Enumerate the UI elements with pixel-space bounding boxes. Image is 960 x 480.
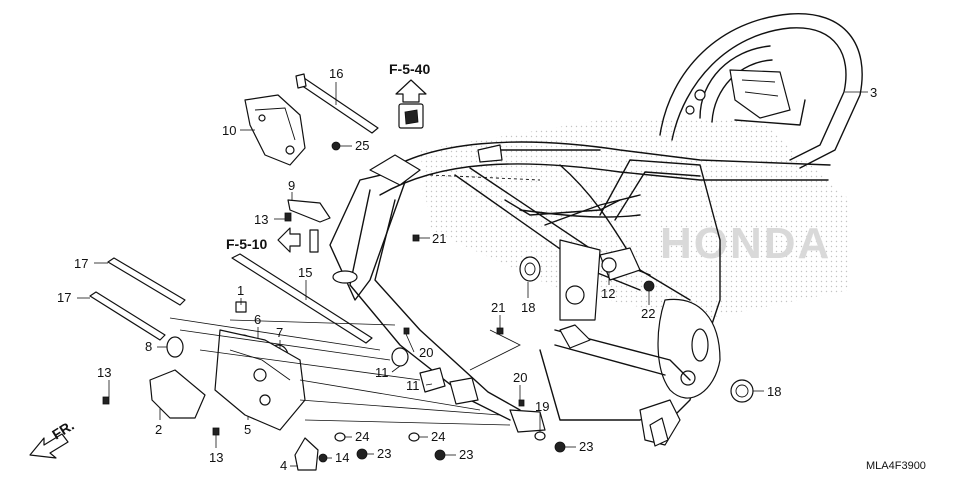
bolt-13-left xyxy=(102,396,110,405)
grommet-18-lower-inner xyxy=(735,384,749,398)
callout-21-lower: 21 xyxy=(491,300,505,315)
bolt-17-upper xyxy=(107,257,186,306)
leader-lines xyxy=(77,82,868,467)
drawing-code: MLA4F3900 xyxy=(866,460,926,472)
nut-22 xyxy=(643,280,655,292)
bolt-17-lower xyxy=(89,291,166,341)
callout-7: 7 xyxy=(276,325,283,340)
bolt-16 xyxy=(295,73,379,134)
grommet-18-upper xyxy=(519,256,541,282)
callout-5: 5 xyxy=(244,422,251,437)
callout-15: 15 xyxy=(298,265,312,280)
main-frame xyxy=(329,13,863,447)
direction-arrow-icon xyxy=(29,433,69,459)
plate-5-edge xyxy=(229,349,291,381)
callout-12: 12 xyxy=(601,286,615,301)
callout-23-mid: 23 xyxy=(459,447,473,462)
bolt-21-lower xyxy=(496,327,504,335)
nut-14 xyxy=(318,453,328,463)
callout-13-left: 13 xyxy=(97,365,111,380)
callout-18-upper: 18 xyxy=(521,300,535,315)
plate-5-hole-2 xyxy=(259,394,271,406)
callout-10: 10 xyxy=(222,123,236,138)
bolt-25 xyxy=(331,141,341,151)
callout-16: 16 xyxy=(329,66,343,81)
callout-2: 2 xyxy=(155,422,162,437)
collar-11-upper xyxy=(391,347,409,367)
grommet-18-lower xyxy=(730,379,754,403)
callout-20-lower: 20 xyxy=(513,370,527,385)
callout-13-upper: 13 xyxy=(254,212,268,227)
callout-4: 4 xyxy=(280,458,287,473)
collar-12 xyxy=(601,257,617,273)
collar-11-mid xyxy=(419,367,446,393)
callout-11-upper: 11 xyxy=(375,365,389,380)
ref-arrow-f510 xyxy=(277,227,301,253)
ref-arrow-f540 xyxy=(395,79,427,129)
washer-19 xyxy=(534,431,546,441)
ref-f540-label: F-5-40 xyxy=(389,61,430,77)
callout-17-lower: 17 xyxy=(57,290,71,305)
callout-13-bottom: 13 xyxy=(209,450,223,465)
nut-23-mid xyxy=(434,449,446,461)
callout-9: 9 xyxy=(288,178,295,193)
callout-24-right: 24 xyxy=(431,429,445,444)
bolt-15 xyxy=(231,253,373,344)
callout-24-left: 24 xyxy=(355,429,369,444)
callout-19: 19 xyxy=(535,399,549,414)
callout-6: 6 xyxy=(254,312,261,327)
callout-23-right: 23 xyxy=(579,439,593,454)
callout-14: 14 xyxy=(335,450,349,465)
callout-8: 8 xyxy=(145,339,152,354)
callout-20-upper: 20 xyxy=(419,345,433,360)
grommet-18-upper-inner xyxy=(524,262,536,276)
plate-5-hole xyxy=(253,368,267,382)
callout-21-upper: 21 xyxy=(432,231,446,246)
callout-11-lower: 11 xyxy=(406,378,420,393)
callout-22: 22 xyxy=(641,306,655,321)
bracket-9 xyxy=(287,199,331,223)
bolt-13-bottom xyxy=(212,427,220,436)
callout-17-upper: 17 xyxy=(74,256,88,271)
bolt-20-upper xyxy=(403,327,410,335)
bolt-13-upper xyxy=(284,212,292,222)
callout-23-left: 23 xyxy=(377,446,391,461)
nut-23-left xyxy=(356,448,368,460)
collar-8 xyxy=(166,336,184,358)
bolt-f510 xyxy=(309,229,319,253)
callout-3: 3 xyxy=(870,85,877,100)
washer-24-left xyxy=(334,432,346,442)
ref-f510-label: F-5-10 xyxy=(226,236,267,252)
bolt-20-lower xyxy=(518,399,525,407)
plate-2 xyxy=(149,369,206,419)
callout-1: 1 xyxy=(237,283,244,298)
nut-23-right xyxy=(554,441,566,453)
watermark-logo: HONDA xyxy=(660,219,831,268)
callout-18-lower: 18 xyxy=(767,384,781,399)
collar-11-lower xyxy=(449,377,479,405)
callout-25: 25 xyxy=(355,138,369,153)
bracket-4 xyxy=(294,437,319,471)
washer-24-right xyxy=(408,432,420,442)
